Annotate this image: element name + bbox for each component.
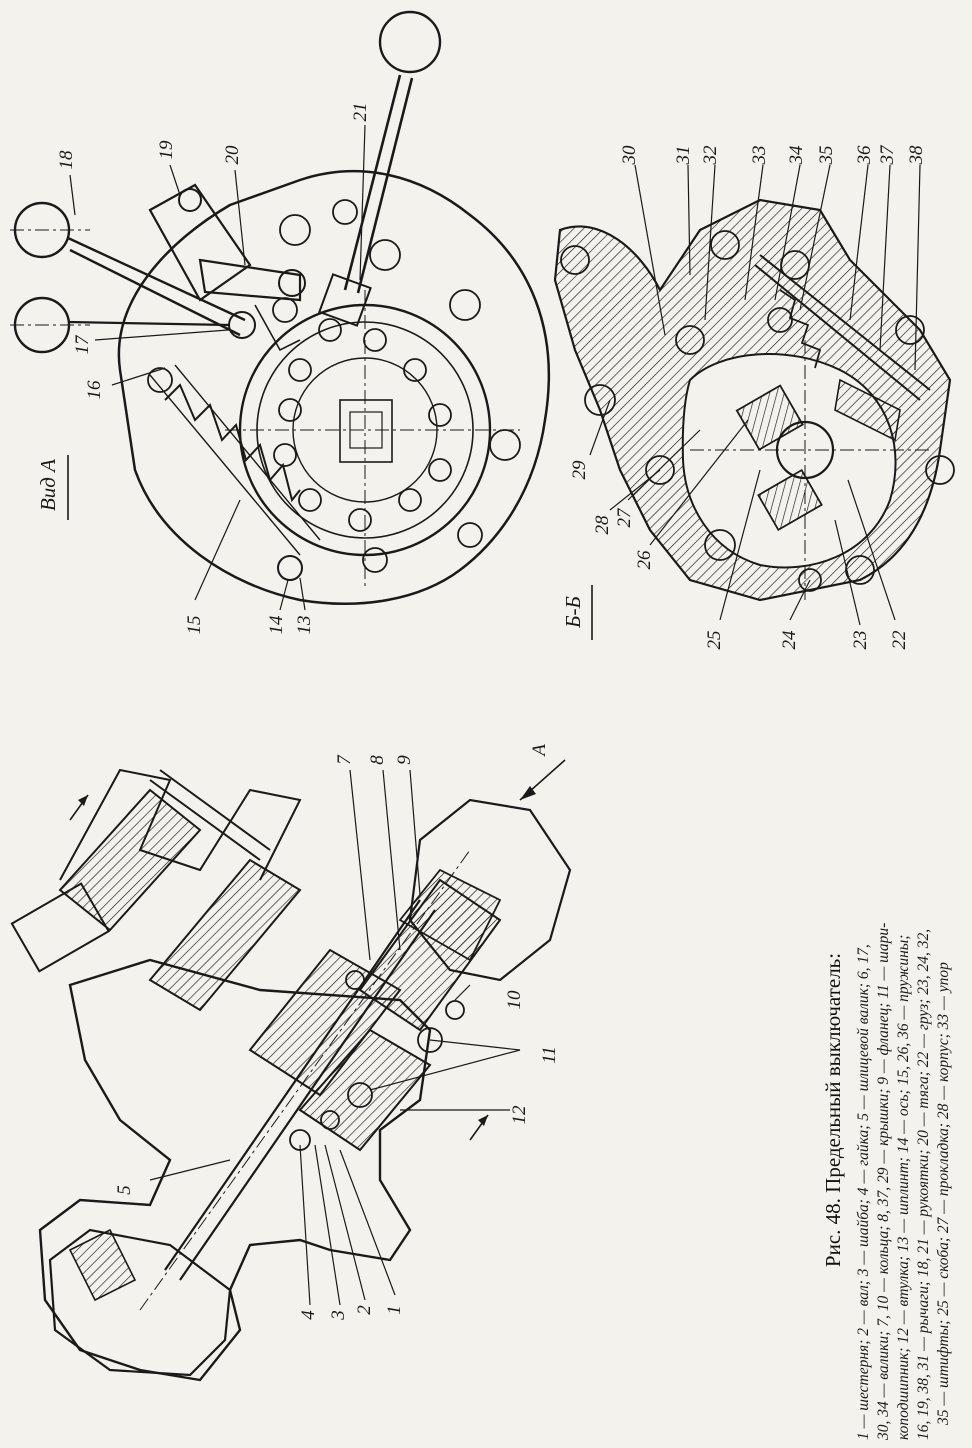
label-35: 35 [816,146,837,166]
figure-caption: Рис. 48. Предельный выключатель: 1 — шес… [821,923,952,1441]
arrow-a-label: А [529,744,550,758]
label-33: 33 [749,146,770,166]
section-bb-title: Б-Б [561,596,585,629]
view-a-drawing [10,10,551,605]
label-7: 7 [334,754,355,765]
caption-line-1: 1 — шестерня; 2 — вал; 3 — шайба; 4 — га… [855,944,872,1440]
label-29: 29 [569,460,590,480]
label-11: 11 [539,1046,560,1064]
label-1: 1 [384,1305,405,1315]
label-19: 19 [156,140,177,160]
label-13: 13 [294,616,315,635]
label-36: 36 [854,145,875,166]
section-bb-labels: 22 23 24 25 26 27 28 29 30 31 32 33 34 3… [569,144,927,650]
label-15: 15 [184,616,205,635]
view-a-leaders [69,124,366,611]
view-a-labels: 13 14 15 16 17 18 19 20 21 [56,103,371,635]
label-31: 31 [673,146,694,166]
label-16: 16 [84,380,105,400]
label-21: 21 [350,103,371,122]
caption-line-5: 35 — штифты; 25 — скоба; 27 — прокладка;… [935,962,952,1426]
main-section-labels: 1 2 3 4 5 7 8 9 10 11 12 [114,754,560,1321]
label-3: 3 [328,1310,349,1321]
label-27: 27 [614,507,635,528]
caption-line-4: 16, 19, 38, 31 — рычаги; 18, 21 — рукоят… [915,929,932,1440]
label-38: 38 [906,145,927,166]
view-a-title: Вид А [36,459,60,511]
main-section-leaders [149,769,521,1306]
main-section-drawing [10,768,572,1382]
section-bb-leaders [589,164,921,626]
label-22: 22 [889,630,910,650]
label-23: 23 [850,631,871,650]
label-12: 12 [509,1105,530,1125]
caption-line-3: коподшипник; 12 — втулка; 13 — шплинт; 1… [895,935,912,1440]
label-32: 32 [700,145,721,166]
caption-line-2: 30, 34 — валики; 7, 10 — кольца; 8, 37, … [875,923,892,1441]
label-30: 30 [619,145,640,166]
label-28: 28 [592,515,613,535]
label-37: 37 [877,144,898,166]
label-9: 9 [394,755,415,765]
label-8: 8 [367,755,388,765]
label-14: 14 [266,615,287,635]
label-26: 26 [634,550,655,570]
arrow-a: А [519,744,566,801]
section-cut-marks [69,794,489,1141]
label-25: 25 [704,631,725,650]
section-bb-drawing [553,198,955,602]
label-2: 2 [354,1305,375,1315]
label-17: 17 [72,334,93,355]
label-5: 5 [114,1185,135,1195]
label-34: 34 [786,145,807,166]
label-24: 24 [779,630,800,650]
caption-title: Рис. 48. Предельный выключатель: [821,953,845,1267]
label-20: 20 [222,145,243,165]
label-18: 18 [56,150,77,170]
label-4: 4 [298,1310,319,1320]
label-10: 10 [504,990,525,1010]
